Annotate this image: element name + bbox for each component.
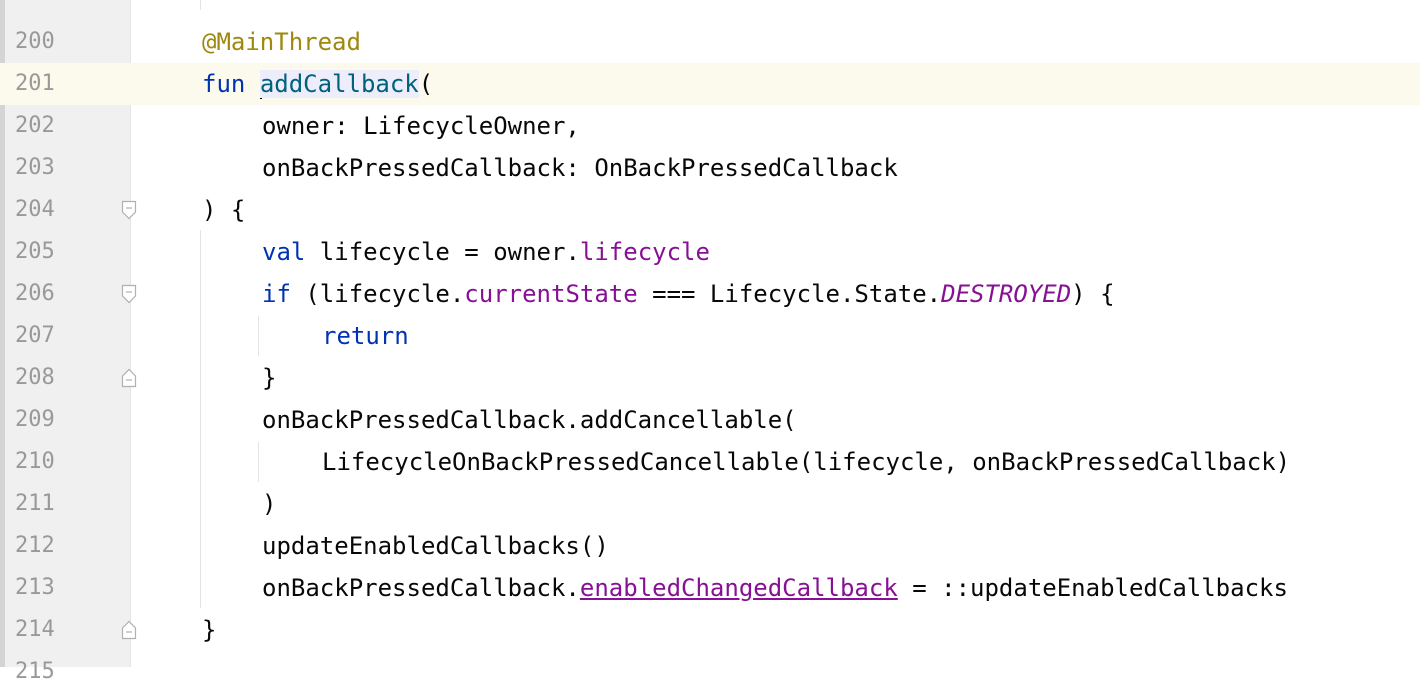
code-line[interactable]: 205 val lifecycle = owner.lifecycle bbox=[0, 231, 1420, 273]
line-number-cell: 200 bbox=[5, 21, 130, 63]
line-number: 215 bbox=[15, 659, 55, 684]
line-number-gutter[interactable] bbox=[0, 0, 131, 667]
line-number-cell: 207 bbox=[5, 315, 130, 357]
line-number: 202 bbox=[15, 113, 55, 138]
constant-destroyed[interactable]: DESTROYED bbox=[941, 280, 1072, 308]
open-paren: ( bbox=[418, 70, 434, 98]
code-line[interactable]: 207 return bbox=[0, 315, 1420, 357]
line-number-cell: 205 bbox=[5, 231, 130, 273]
code-fragment: ) { bbox=[1071, 280, 1115, 308]
keyword-if: if bbox=[262, 280, 291, 308]
line-number-cell: 212 bbox=[5, 525, 130, 567]
line-number: 207 bbox=[15, 323, 55, 348]
property-current-state[interactable]: currentState bbox=[464, 280, 638, 308]
line-number: 209 bbox=[15, 407, 55, 432]
line-number: 204 bbox=[15, 197, 55, 222]
line-number: 214 bbox=[15, 617, 55, 642]
indent-guide bbox=[258, 442, 259, 482]
line-number: 201 bbox=[15, 71, 55, 96]
code-fragment: lifecycle = owner. bbox=[305, 238, 580, 266]
line-number: 203 bbox=[15, 155, 55, 180]
line-number: 213 bbox=[15, 575, 55, 600]
code-line[interactable]: 215 bbox=[0, 651, 1420, 693]
indent-guide bbox=[200, 0, 201, 10]
code-text[interactable]: onBackPressedCallback: OnBackPressedCall… bbox=[262, 154, 898, 182]
code-line[interactable]: 212 updateEnabledCallbacks() bbox=[0, 525, 1420, 567]
keyword-fun: fun bbox=[202, 70, 246, 98]
line-number-cell: 201 bbox=[5, 63, 130, 105]
code-line[interactable]: 209 onBackPressedCallback.addCancellable… bbox=[0, 399, 1420, 441]
line-number-cell: 214 bbox=[5, 609, 130, 651]
line-number-cell: 211 bbox=[5, 483, 130, 525]
indent-guide bbox=[200, 230, 201, 608]
code-fragment: === Lifecycle.State. bbox=[637, 280, 942, 308]
code-text[interactable]: onBackPressedCallback.addCancellable( bbox=[262, 406, 797, 434]
code-line[interactable]: 202 owner: LifecycleOwner, bbox=[0, 105, 1420, 147]
line-number: 210 bbox=[15, 449, 55, 474]
property-enabled-changed-callback[interactable]: enabledChangedCallback bbox=[579, 574, 898, 602]
code-text[interactable]: updateEnabledCallbacks() bbox=[262, 532, 609, 560]
property-lifecycle[interactable]: lifecycle bbox=[579, 238, 710, 266]
fold-collapse-icon[interactable] bbox=[121, 200, 137, 220]
code-line[interactable]: 214 } bbox=[0, 609, 1420, 651]
code-line[interactable]: 203 onBackPressedCallback: OnBackPressed… bbox=[0, 147, 1420, 189]
code-text[interactable]: ) bbox=[262, 490, 277, 518]
code-text[interactable]: fun addCallback( bbox=[202, 63, 433, 105]
line-number: 200 bbox=[15, 29, 55, 54]
line-number-cell: 208 bbox=[5, 357, 130, 399]
code-line[interactable]: 200 @MainThread bbox=[0, 21, 1420, 63]
code-line[interactable]: 211 ) bbox=[0, 483, 1420, 525]
line-number-cell: 213 bbox=[5, 567, 130, 609]
gutter-edge bbox=[0, 0, 5, 667]
code-fragment: = ::updateEnabledCallbacks bbox=[897, 574, 1288, 602]
code-text[interactable]: owner: LifecycleOwner, bbox=[262, 112, 580, 140]
line-number-cell: 203 bbox=[5, 147, 130, 189]
line-number-cell: 206 bbox=[5, 273, 130, 315]
function-name-add-callback[interactable]: addCallback bbox=[259, 70, 419, 98]
line-number-cell: 215 bbox=[5, 651, 130, 693]
line-number: 208 bbox=[15, 365, 55, 390]
code-line-current[interactable]: 201 fun addCallback( bbox=[0, 63, 1420, 105]
indent-guide bbox=[258, 316, 259, 356]
code-text[interactable]: onBackPressedCallback.enabledChangedCall… bbox=[262, 567, 1288, 609]
fold-end-icon[interactable] bbox=[121, 368, 137, 388]
line-number-cell: 204 bbox=[5, 189, 130, 231]
line-number: 206 bbox=[15, 281, 55, 306]
code-fragment: (lifecycle. bbox=[290, 280, 465, 308]
code-line[interactable]: 204 ) { bbox=[0, 189, 1420, 231]
code-text[interactable]: ) { bbox=[202, 196, 246, 224]
code-text[interactable]: val lifecycle = owner.lifecycle bbox=[262, 231, 710, 273]
code-line[interactable]: 213 onBackPressedCallback.enabledChanged… bbox=[0, 567, 1420, 609]
line-number: 205 bbox=[15, 239, 55, 264]
fold-collapse-icon[interactable] bbox=[121, 284, 137, 304]
code-line[interactable]: 210 LifecycleOnBackPressedCancellable(li… bbox=[0, 441, 1420, 483]
keyword-return[interactable]: return bbox=[322, 322, 409, 350]
code-line[interactable]: 206 if (lifecycle.currentState === Lifec… bbox=[0, 273, 1420, 315]
code-text[interactable]: if (lifecycle.currentState === Lifecycle… bbox=[262, 273, 1115, 315]
code-line[interactable]: 208 } bbox=[0, 357, 1420, 399]
code-fragment: onBackPressedCallback. bbox=[262, 574, 580, 602]
annotation-main-thread[interactable]: @MainThread bbox=[202, 28, 361, 56]
line-number: 212 bbox=[15, 533, 55, 558]
line-number: 211 bbox=[15, 491, 55, 516]
code-text[interactable]: } bbox=[202, 616, 217, 644]
keyword-val: val bbox=[262, 238, 306, 266]
line-number-cell: 209 bbox=[5, 399, 130, 441]
fold-end-icon[interactable] bbox=[121, 620, 137, 640]
code-text[interactable]: } bbox=[262, 364, 277, 392]
line-number-cell: 202 bbox=[5, 105, 130, 147]
code-text[interactable]: LifecycleOnBackPressedCancellable(lifecy… bbox=[322, 448, 1291, 476]
line-number-cell: 210 bbox=[5, 441, 130, 483]
